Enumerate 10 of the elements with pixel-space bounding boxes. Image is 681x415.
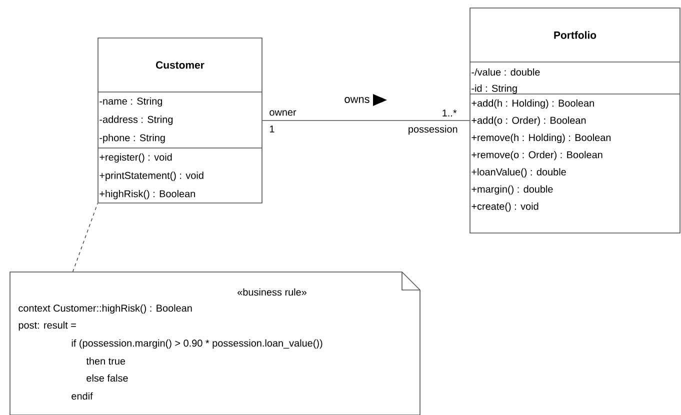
class-box: Portfolio -/value : double -id : String +add(h : Holding) : Boolean +add(o : Order) : Boolean +remove(h : Holding) : Boolean +remove(o : Order) : Boolean +loanValue() : double +margin() : double +create() : void xyxy=(470,8,680,234)
association-line xyxy=(262,120,470,121)
role-label: 1..* xyxy=(442,110,457,116)
anchor-line xyxy=(72,203,98,272)
note-box: «business rule» context Customer::highRisk() : Boolean post: result = if (possession.margin() > 0.90 * possession.loan_value()) then true else false endif xyxy=(10,272,420,415)
edge-label: owns xyxy=(343,96,371,104)
role-label: 1 xyxy=(270,126,274,132)
class-box: Customer -name : String -address : String -phone : String +register() : void +printStatement() : void +highRisk() : Boolean xyxy=(98,38,262,204)
role-label: owner xyxy=(270,110,296,116)
role-label: possession xyxy=(408,125,458,135)
